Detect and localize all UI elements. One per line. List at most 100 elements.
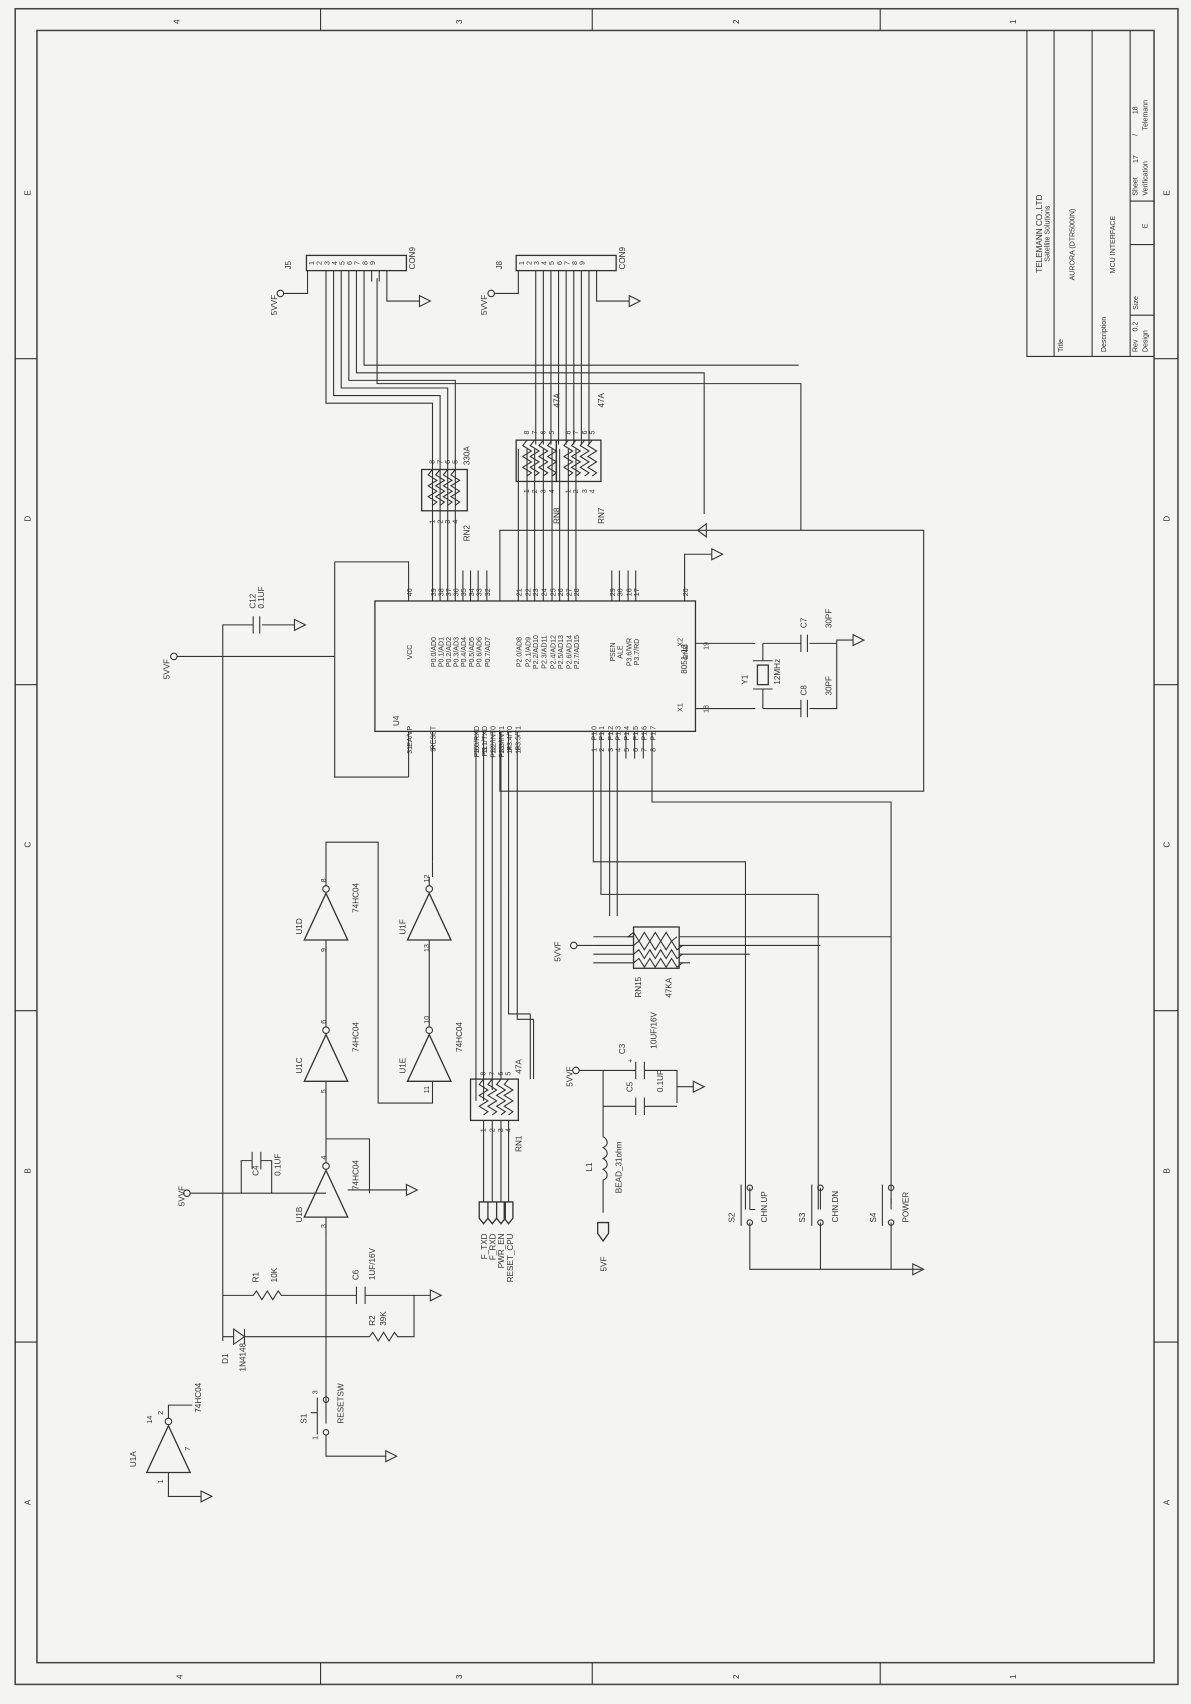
u1a-pin-in: 1 (158, 1479, 165, 1483)
mcu-pin-number: 21 (517, 588, 524, 596)
rn-pin-number: 8 (566, 431, 573, 435)
rn8-value: 47A (553, 392, 562, 407)
j8-power: 5VVF (480, 295, 489, 315)
mcu-pin-name: P0.0/AD0 (431, 637, 438, 667)
u1b-pin-out: 4 (321, 1156, 328, 1160)
u1e-pin-out: 10 (424, 1016, 431, 1024)
mcu-pin-name: P1.7 (650, 726, 657, 741)
rn15: RN15 47KA 5VVF (554, 926, 892, 998)
mcu-pin-number: 27 (567, 588, 574, 596)
mcu-pin-name: P2.5/AD13 (558, 635, 565, 669)
signal-pwr-en: PWR_EN (497, 1233, 506, 1268)
rn-pin-number: 2 (532, 489, 539, 493)
j5-pin-number: 2 (317, 261, 324, 265)
rn2-ref: RN2 (462, 524, 471, 541)
mcu-pin-name: P3.4/T0 (507, 726, 514, 751)
j5-pin-number: 8 (362, 261, 369, 265)
rn-pin-number: 4 (452, 520, 459, 524)
mcu-pin-number: 14 (507, 746, 514, 754)
signal-reset-cpu: RESET_CPU (506, 1233, 515, 1282)
mcu-pin-number: 32 (485, 588, 492, 596)
c4-value: 0.1UF (273, 1154, 282, 1176)
c7-ref: C7 (799, 617, 808, 628)
mcu-pin-name: P3.2/INT0 (491, 726, 498, 758)
rn-pin-number: 6 (582, 431, 589, 435)
mcu-pin-number: 24 (542, 588, 549, 596)
u1-pwr-pin: 14 (147, 1416, 154, 1424)
mcu-pin-number: 36 (454, 588, 461, 596)
mcu-pin-name: P2.7/AD15 (574, 635, 581, 669)
y1-value: 12MHz (773, 659, 782, 685)
rn2: 330A RN2 (420, 446, 471, 541)
mcu-pin-name: P2.1/AD9 (525, 637, 532, 667)
sheet-number: 17 (1133, 155, 1140, 163)
j8-type: CON9 (618, 246, 627, 269)
mcu-pin-name: P3.0/RXD (474, 726, 481, 757)
j5-pin-number: 1 (309, 261, 316, 265)
zone-left-c: C (23, 842, 32, 848)
u1d-ref: U1D (295, 918, 304, 934)
mcu-pin-name: P0.3/AD3 (454, 637, 461, 667)
j5-pin-number: 9 (370, 261, 377, 265)
u1c-part: 74HC04 (352, 1022, 361, 1052)
y1-ref: Y1 (741, 674, 750, 684)
mcu-pin-number: 25 (550, 588, 557, 596)
mcu-pin-name: P2.2/AD10 (533, 635, 540, 669)
j8-pin-number: 6 (557, 261, 564, 265)
s3-ref: S3 (798, 1212, 807, 1222)
title-label: Title (1058, 339, 1065, 352)
mcu-pin-name: P2.4/AD12 (550, 635, 557, 669)
rn7-value: 47A (597, 392, 606, 407)
u1-gnd-pin: 7 (185, 1447, 192, 1451)
u1b-ref: U1B (295, 1207, 304, 1223)
size-label: Size (1133, 296, 1140, 310)
rn15-power: 5VVF (554, 941, 563, 961)
connector-j5: J5 CON9 5VVF (270, 246, 799, 515)
j5-power: 5VVF (270, 295, 279, 315)
reset-circuit: C4 0.1UF 5VVF R1 10K R2 39K C6 1UF/16V D… (178, 1151, 443, 1463)
zone-bottom-2: 2 (732, 1674, 741, 1679)
s1-value: RESETSW (336, 1383, 345, 1424)
rn-pin-number: 7 (437, 460, 444, 464)
zone-left-a: A (23, 1499, 32, 1505)
mcu-pin-number: 17 (634, 588, 641, 596)
filter-power-in: 5VVF (566, 1066, 575, 1086)
rn-pin-number: 6 (541, 431, 548, 435)
j5-pin-number: 5 (339, 261, 346, 265)
mcu-pin-name: P2.6/AD14 (567, 635, 574, 669)
s1-pin1: 1 (312, 1436, 319, 1440)
rn1: 47A RN1 (469, 1013, 535, 1202)
zone-left-e: E (23, 190, 32, 196)
mcu-pin-name: ALE (618, 645, 625, 659)
mcu-pin-name: P1.6 (642, 726, 649, 741)
company-sub: Satellite Solutions (1045, 205, 1052, 261)
u1d-pin-in: 9 (321, 948, 328, 952)
s1-ref: S1 (299, 1413, 308, 1423)
mcu-pin-name: P3.5/T1 (516, 726, 523, 751)
j8-pin-number: 4 (542, 261, 549, 265)
filter-power-out: 5VF (599, 1257, 608, 1272)
zone-bottom-1: 1 (1009, 1674, 1018, 1679)
mcu-pin-name: VCC (407, 645, 414, 660)
u1d-pin-out: 8 (321, 878, 328, 882)
company-name: TELEMANN CO.,LTD (1035, 195, 1044, 273)
zone-left-b: B (23, 1168, 32, 1173)
zone-right-c: C (1162, 842, 1171, 848)
reset-power: 5VVF (178, 1186, 187, 1206)
crystal-y1: Y1 12MHz C7 30PF C8 30PF (741, 609, 866, 718)
mcu-pin-number: 31 (407, 746, 414, 754)
rn2-value: 330A (462, 446, 471, 466)
u1e-pin-in: 11 (424, 1086, 431, 1093)
j5-type: CON9 (408, 246, 417, 269)
rn-pin-number: 3 (541, 489, 548, 493)
j8-ref: J8 (495, 260, 504, 269)
rn-pin-number: 1 (481, 1128, 488, 1132)
mcu-ref: U4 (392, 715, 401, 726)
power-filter: C3 10UF/16V + C5 0.1UF L1 BEAD_31ohm 5VV… (566, 1011, 706, 1272)
u1b-part: 74HC04 (352, 1160, 361, 1190)
mcu-pin-name: GND (683, 644, 690, 660)
u1c-pin-in: 5 (321, 1089, 328, 1093)
